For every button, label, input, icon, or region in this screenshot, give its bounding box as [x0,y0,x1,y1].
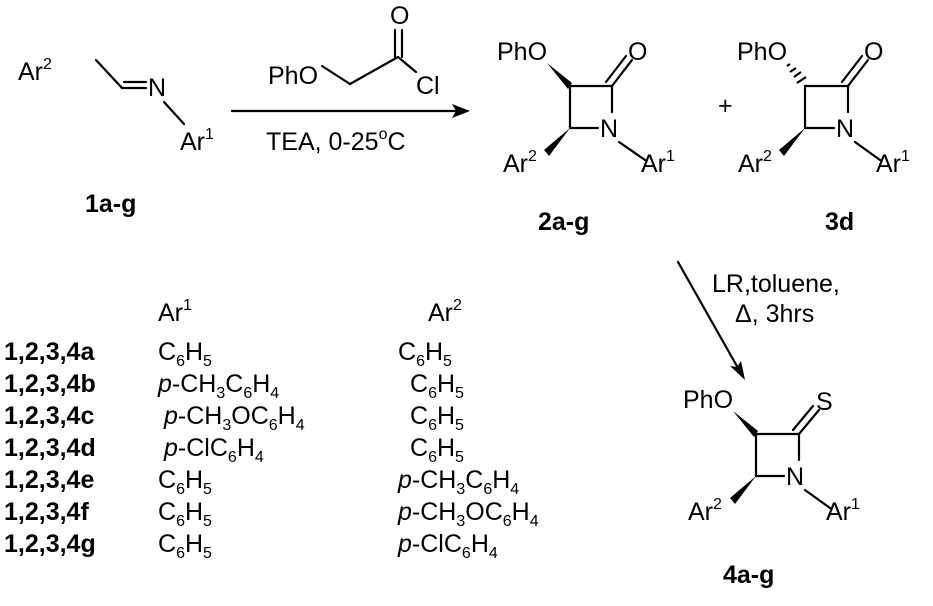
ar1-formula: p-ClC6H4 [163,434,264,466]
compound-id: 1,2,3,4f [4,498,89,526]
table-header-ar1: Ar1 [158,297,192,327]
reactant-n-label: N [148,74,166,102]
product-2-o-label: O [628,38,647,66]
product-3-beta-lactam: PhO O N Ar1 Ar2 3d [737,38,910,236]
table-row: 1,2,3,4b p-CH3C6H4 C6H5 [4,370,464,402]
product-3-n-ar1-bond [853,140,882,162]
ar1-formula: C6H5 [158,338,212,370]
product-4-ar1-label: Ar1 [826,496,860,526]
reactant-ar2-bond [94,58,124,90]
product-2-n-ar1-bond [617,140,647,162]
compound-id: 1,2,3,4e [4,466,94,494]
product-3-ar2-wedge [779,128,805,156]
ar2-formula: C6H5 [398,338,452,370]
product-4-n-ar1-bond [803,488,832,510]
reactant-compound-label: 1a-g [85,190,136,218]
product-2-ar1-label: Ar1 [641,148,675,178]
ar1-formula: C6H5 [158,466,212,498]
ar2-formula: p-CH3C6H4 [397,466,519,498]
product-4-thione-bond-2 [791,404,815,432]
product-2-pho-wedge [547,63,572,89]
product-3-ar1-label: Ar1 [876,148,910,178]
compound-id: 1,2,3,4g [4,530,96,558]
product-3-pho-label: PhO [737,38,787,66]
table-row: 1,2,3,4e C6H5 p-CH3C6H4 [4,466,519,498]
product-4-s-label: S [816,388,833,416]
product-2-ar2-label: Ar2 [503,148,537,178]
product-3-carbonyl-bond-2 [840,54,864,84]
product-2-ar2-wedge [544,128,570,156]
reactant-ar1-label: Ar1 [180,126,214,156]
ar1-formula: p-CH3OC6H4 [163,402,305,434]
reactant-ar1-bond [162,100,186,126]
reactant-ar2-label: Ar2 [18,56,52,86]
compound-id: 1,2,3,4a [4,338,95,366]
compound-id: 1,2,3,4b [4,370,96,398]
product-2-n-label: N [600,115,618,143]
reactant-imine: Ar2 N Ar1 1a-g [18,56,214,218]
product-4-compound-label: 4a-g [723,561,774,589]
table-row: 1,2,3,4d p-ClC6H4 C6H5 [4,434,464,466]
table-row: 1,2,3,4g C6H5 p-ClC6H4 [4,530,498,562]
reagent-acid-chloride: PhO O Cl [268,2,440,100]
ar2-formula: C6H5 [410,402,464,434]
compound-id: 1,2,3,4d [4,434,96,462]
product-4-pho-label: PhO [683,386,733,414]
reagent-cl-label: Cl [416,72,440,100]
product-4-thiolactam: PhO S N Ar1 Ar2 4a-g [683,386,860,589]
ar2-formula: p-ClC6H4 [397,530,498,562]
ar2-formula: C6H5 [410,370,464,402]
product-3-n-label: N [836,115,854,143]
product-3-carbonyl-bond-1 [846,58,870,88]
table-row: 1,2,3,4f C6H5 p-CH3OC6H4 [4,498,539,530]
product-3-compound-label: 3d [825,208,854,236]
product-4-pho-wedge [733,411,758,437]
plus-sign: + [718,92,733,120]
compound-id: 1,2,3,4c [4,402,94,430]
product-3-pho-hashed-bond [786,63,807,84]
ar1-formula: C6H5 [158,498,212,530]
product-2-compound-label: 2a-g [538,208,589,236]
product-2-pho-label: PhO [497,38,547,66]
reaction-conditions: TEA, 0-25oC [266,126,406,156]
reagent-bond-c-cl [396,55,418,74]
table-row: 1,2,3,4c p-CH3OC6H4 C6H5 [4,402,464,434]
reagent-bond-ch2-c [348,55,400,86]
reagent-o-label: O [390,2,409,30]
product-2-carbonyl-bond-1 [610,58,634,88]
arrow-2-head [730,361,745,380]
reagent-pho-label: PhO [268,62,318,90]
table-header-ar2: Ar2 [428,297,462,327]
table-row: 1,2,3,4a C6H5 C6H5 [4,338,452,370]
ar2-formula: C6H5 [410,434,464,466]
product-4-n-label: N [786,463,804,491]
product-4-thione-bond-1 [797,408,821,436]
reagent-bond-o-ch2 [320,64,352,86]
ar1-formula: C6H5 [158,530,212,562]
product-3-ar2-label: Ar2 [738,148,772,178]
second-step-conditions-line2: Δ, 3hrs [735,300,814,328]
reaction-arrow-1 [230,104,470,118]
arrow-2-shaft [676,260,740,370]
reaction-arrow-2 [676,260,745,380]
ar1-formula: p-CH3C6H4 [157,370,279,402]
product-2-beta-lactam: PhO O N Ar1 Ar2 2a-g [497,38,675,236]
ar2-formula: p-CH3OC6H4 [397,498,539,530]
arrow-1-head [452,104,470,118]
product-3-o-label: O [864,38,883,66]
product-2-carbonyl-bond-2 [604,54,628,84]
product-4-ar2-label: Ar2 [688,496,722,526]
product-4-ar2-wedge [730,476,756,504]
second-step-conditions-line1: LR,toluene, [712,270,840,298]
